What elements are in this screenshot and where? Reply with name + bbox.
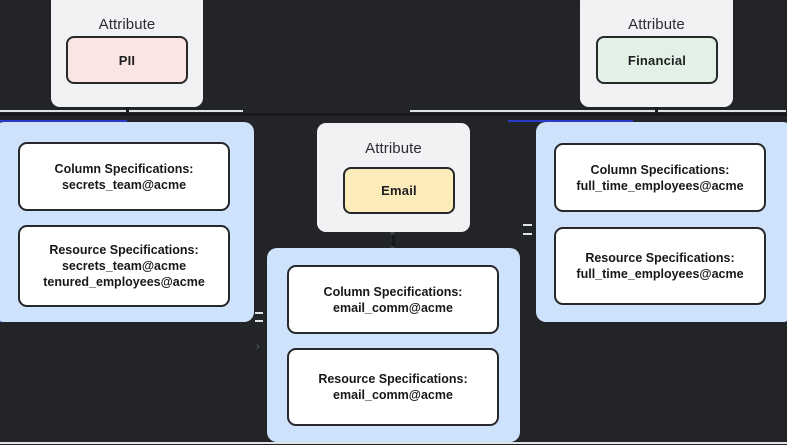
spec-value: email_comm@acme: [333, 300, 453, 315]
edge-bottom-rule: [0, 442, 787, 444]
spec-value: secrets_team@acme: [61, 177, 187, 192]
spec-value: email_comm@acme: [333, 388, 453, 402]
spec-heading: Resource Specifications:: [585, 251, 735, 265]
attribute-card-title-email: Attribute: [365, 140, 422, 157]
attribute-chip-pii[interactable]: PII: [66, 36, 188, 84]
edge-center-trunk-highlight: [410, 110, 786, 112]
edge-financial-trunk-highlight: [658, 110, 786, 112]
edge-far-right-stub-lower: [523, 233, 532, 235]
spec-heading: Resource Specifications:: [49, 243, 199, 257]
attribute-chip-financial[interactable]: Financial: [596, 36, 718, 84]
attribute-card-title-financial: Attribute: [628, 16, 685, 33]
spec-panel-full-time-employees[interactable]: Column Specifications: full_time_employe…: [536, 122, 787, 322]
attribute-card-pii[interactable]: Attribute PII: [51, 0, 203, 107]
collapse-chevron-icon[interactable]: ›: [256, 341, 260, 353]
spec-box-column-specifications[interactable]: Column Specifications: email_comm@acme: [287, 265, 499, 334]
edge-pii-accent-top: [0, 120, 127, 122]
attribute-card-title-pii: Attribute: [98, 16, 156, 33]
spec-box-resource-specifications[interactable]: Resource Specifications: secrets_team@ac…: [18, 225, 230, 307]
edge-email-accent-top: [508, 120, 633, 122]
edge-financial-stem-vertical: [655, 105, 658, 116]
spec-value: full_time_employees@acme: [576, 178, 744, 193]
attribute-card-email[interactable]: Attribute Email: [317, 123, 470, 232]
spec-value: full_time_employees@acme: [576, 267, 744, 281]
spec-heading: Column Specifications:: [323, 284, 463, 299]
spec-value: secrets_team@acme: [61, 259, 187, 273]
edge-pii-trunk-highlight: [0, 110, 243, 112]
edge-far-right-stub-upper: [523, 224, 532, 226]
spec-box-resource-specifications[interactable]: Resource Specifications: email_comm@acme: [287, 348, 499, 426]
spec-panel-secrets-team[interactable]: Column Specifications: secrets_team@acme…: [0, 122, 254, 322]
attribute-card-financial[interactable]: Attribute Financial: [580, 0, 733, 107]
edge-middle-stub-lower: [255, 320, 263, 322]
spec-heading: Column Specifications:: [590, 162, 730, 177]
edge-middle-stub-upper: [255, 312, 263, 314]
spec-panel-email-comm[interactable]: Column Specifications: email_comm@acme R…: [267, 248, 520, 442]
spec-box-column-specifications[interactable]: Column Specifications: secrets_team@acme: [18, 142, 230, 211]
attribute-chip-email[interactable]: Email: [343, 167, 455, 214]
edge-email-stem-vertical: [392, 230, 395, 250]
spec-box-column-specifications[interactable]: Column Specifications: full_time_employe…: [554, 143, 766, 212]
spec-value: tenured_employees@acme: [43, 275, 205, 289]
spec-box-resource-specifications[interactable]: Resource Specifications: full_time_emplo…: [554, 227, 766, 305]
spec-heading: Resource Specifications:: [318, 372, 468, 386]
edge-pii-stem-vertical: [126, 105, 129, 116]
edge-center-trunk-horizontal: [256, 113, 787, 116]
edge-email-junction-dot: [390, 230, 395, 235]
spec-heading: Column Specifications:: [54, 161, 194, 176]
